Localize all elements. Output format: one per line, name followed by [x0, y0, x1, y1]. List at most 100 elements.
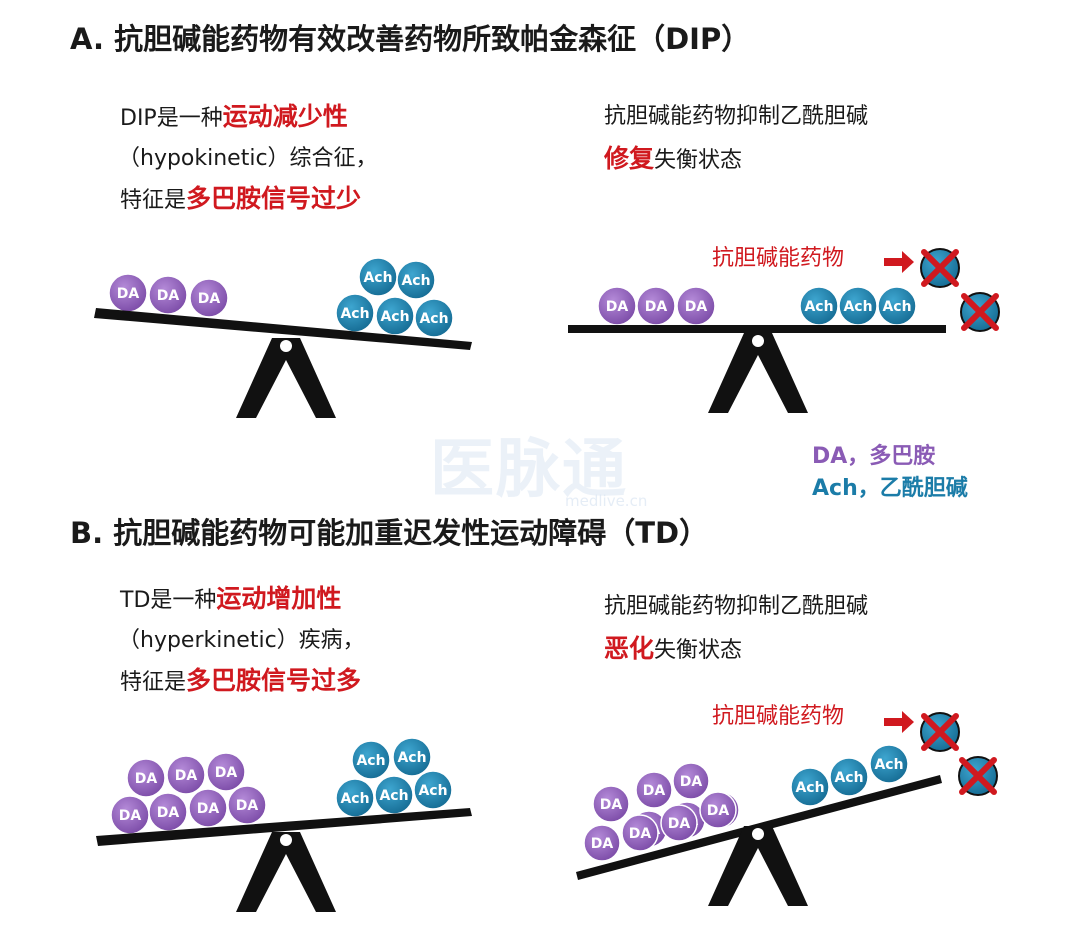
a-left-ach-ball-3-shape — [375, 296, 415, 336]
a-left-da-ball-2: DA — [189, 278, 229, 318]
b-right-da-ball-6: DA — [583, 824, 621, 862]
b-left-da-ball-2-shape — [206, 752, 246, 792]
a-left-ach-ball-1-shape — [396, 260, 436, 300]
b-right-ach-ball-2: Ach — [869, 744, 909, 784]
legend-da: DA，多巴胺 — [812, 444, 936, 469]
b-right-da-ball-9: DA — [699, 791, 737, 829]
b-left-ach-ball-0-label: Ach — [356, 753, 385, 769]
b-left-ach-ball-1: Ach — [392, 737, 432, 777]
a-left-ach-ball-3-label: Ach — [380, 309, 409, 325]
a-right-beam — [568, 325, 946, 333]
a-blocked-ach-bottom — [960, 292, 1000, 332]
b-right-da-ball-1-shape — [672, 762, 710, 800]
a-right-ach-ball-2: Ach — [877, 286, 917, 326]
a-arrow-icon — [884, 251, 914, 273]
a-left-beam — [94, 308, 472, 350]
a-left-da-ball-1-label: DA — [157, 288, 180, 304]
b-right-line2-suffix: 失衡状态 — [654, 638, 743, 663]
a-left-line2: （hypokinetic）综合征， — [118, 146, 378, 171]
a-left-ach-ball-3: Ach — [375, 296, 415, 336]
a-right-line2: 修复失衡状态 — [604, 146, 742, 172]
a-right-da-ball-1-label: DA — [645, 299, 668, 315]
a-right-da-ball-2-label: DA — [685, 299, 708, 315]
b-right-ach-ball-2-shape — [869, 744, 909, 784]
b-left-line1: TD是一种运动增加性 — [120, 586, 341, 612]
b-right-ach-ball-0-shape — [790, 767, 830, 807]
b-right-ach-ball-1: Ach — [829, 757, 869, 797]
a-right-line1: 抗胆碱能药物抑制乙酰胆碱 — [604, 104, 869, 129]
b-arrow-icon — [884, 711, 914, 733]
a-left-ach-ball-4: Ach — [414, 298, 454, 338]
b-left-da-ball-5-shape — [188, 788, 228, 828]
a-right-ach-ball-0: Ach — [799, 286, 839, 326]
b-left-ach-ball-4-shape — [413, 770, 453, 810]
b-left-line1-prefix: TD是一种 — [120, 588, 217, 613]
b-left-line3: 特征是多巴胺信号过多 — [120, 668, 361, 694]
a-blocked-ach-top-cross-b — [921, 249, 959, 287]
b-left-ach-ball-2: Ach — [335, 778, 375, 818]
b-left-line2: （hyperkinetic）疾病， — [118, 628, 365, 653]
a-left-ach-ball-4-shape — [414, 298, 454, 338]
b-right-da-ball-0-shape — [635, 771, 673, 809]
b-right-da-ball-7: DA — [621, 814, 659, 852]
b-left-fulcrum — [236, 832, 336, 912]
a-right-ach-ball-0-label: Ach — [804, 299, 833, 315]
a-left-line3: 特征是多巴胺信号过少 — [120, 186, 361, 212]
b-blocked-ach-top — [920, 712, 960, 752]
a-right-ach-ball-1: Ach — [838, 286, 878, 326]
legend-ach: Ach，乙酰胆碱 — [812, 476, 968, 501]
b-drug-label: 抗胆碱能药物 — [712, 704, 845, 729]
b-right-da-ball-6-shape — [583, 824, 621, 862]
b-right-da-ball-7-label: DA — [629, 826, 652, 842]
a-left-line3-highlight: 多巴胺信号过少 — [186, 184, 362, 213]
section-a-title: A. 抗胆碱能药物有效改善药物所致帕金森征（DIP） — [70, 22, 751, 56]
a-blocked-ach-bottom-cross-b — [961, 293, 999, 331]
a-left-line1-highlight: 运动减少性 — [222, 102, 348, 131]
a-right-line2-suffix: 失衡状态 — [654, 148, 743, 173]
a-right-da-ball-0-label: DA — [606, 299, 629, 315]
b-blocked-ach-bottom-cross-b — [959, 757, 997, 795]
b-left-ach-ball-0-shape — [351, 740, 391, 780]
b-right-ach-ball-2-label: Ach — [874, 757, 903, 773]
b-left-ach-ball-0: Ach — [351, 740, 391, 780]
b-left-da-ball-5: DA — [188, 788, 228, 828]
b-left-da-ball-6-shape — [227, 785, 267, 825]
a-right-pivot-hole — [752, 335, 764, 347]
b-left-pivot-hole — [280, 834, 292, 846]
b-left-da-ball-2-label: DA — [215, 765, 238, 781]
b-left-beam — [96, 808, 472, 846]
b-left-da-ball-0-label: DA — [135, 771, 158, 787]
b-left-da-ball-1: DA — [166, 755, 206, 795]
b-right-da-ball-2-label: DA — [600, 797, 623, 813]
a-left-ach-ball-2: Ach — [335, 293, 375, 333]
b-right-ach-ball-0: Ach — [790, 767, 830, 807]
a-left-ach-ball-4-label: Ach — [419, 311, 448, 327]
b-left-da-ball-0-shape — [126, 758, 166, 798]
a-left-line1-prefix: DIP是一种 — [120, 106, 223, 131]
a-right-ach-ball-2-label: Ach — [882, 299, 911, 315]
a-left-fulcrum — [236, 338, 336, 418]
b-left-da-ball-5-label: DA — [197, 801, 220, 817]
b-right-da-ball-9-label: DA — [707, 803, 730, 819]
b-blocked-ach-top-cross-b — [921, 713, 959, 751]
b-right-line1: 抗胆碱能药物抑制乙酰胆碱 — [604, 594, 869, 619]
b-right-da-ball-0: DA — [635, 771, 673, 809]
a-right-da-ball-1: DA — [636, 286, 676, 326]
b-right-da-ball-6-label: DA — [591, 836, 614, 852]
watermark-logo: 医脉通 — [430, 433, 628, 507]
b-left-da-ball-4: DA — [148, 792, 188, 832]
b-left-line3-prefix: 特征是 — [120, 670, 187, 695]
b-right-da-ball-7-shape — [621, 814, 659, 852]
b-right-pivot-hole — [752, 828, 764, 840]
b-left-da-ball-2: DA — [206, 752, 246, 792]
b-left-ach-ball-2-label: Ach — [340, 791, 369, 807]
b-right-ach-ball-0-label: Ach — [795, 780, 824, 796]
b-left-line3-highlight: 多巴胺信号过多 — [186, 666, 362, 695]
b-left-da-ball-4-label: DA — [157, 805, 180, 821]
b-right-line2: 恶化失衡状态 — [604, 636, 742, 662]
b-left-ach-ball-4-label: Ach — [418, 783, 447, 799]
b-right-da-ball-2-shape — [592, 785, 630, 823]
b-left-ach-ball-4: Ach — [413, 770, 453, 810]
a-left-ach-ball-2-label: Ach — [340, 306, 369, 322]
a-left-ach-ball-0: Ach — [358, 257, 398, 297]
